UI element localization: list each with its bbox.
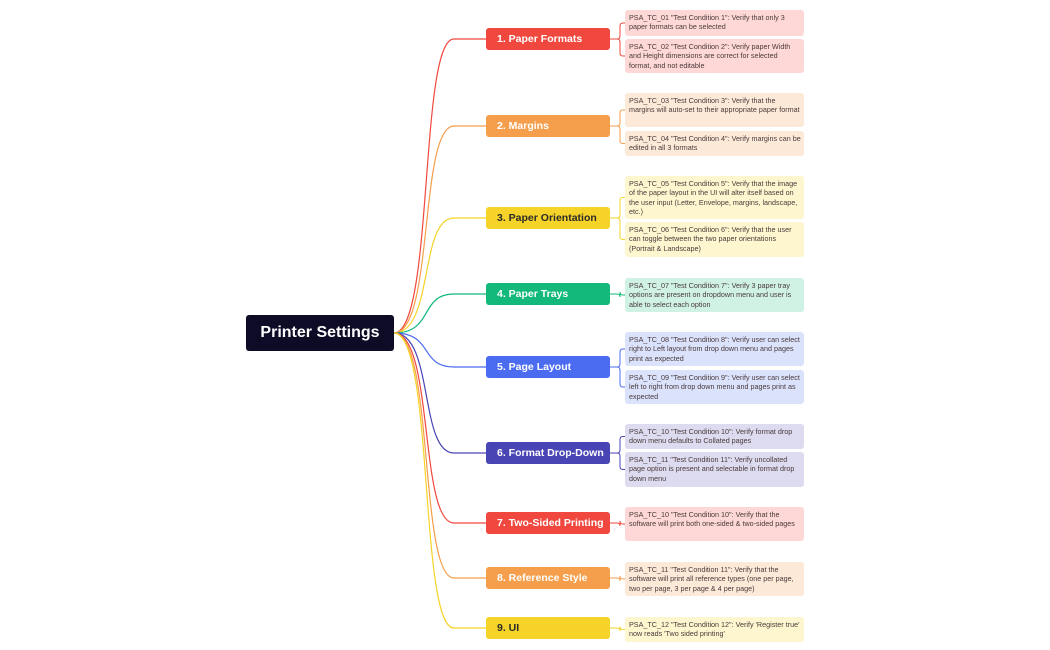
leaf-node-margins-1[interactable]: PSA_TC_03 "Test Condition 3": Verify tha… (625, 93, 804, 127)
root-node-printer-settings[interactable]: Printer Settings (246, 315, 394, 351)
branch-node-paper-formats[interactable]: 1. Paper Formats (486, 28, 610, 50)
leaf-node-paper-formats-1[interactable]: PSA_TC_01 "Test Condition 1": Verify tha… (625, 10, 804, 36)
connector-root-to-paper-orientation (393, 217, 486, 334)
connector-page-layout-to-leaf-1 (610, 348, 625, 368)
connector-two-sided-printing-to-leaf-1 (610, 520, 625, 527)
connector-margins-to-leaf-1 (610, 109, 625, 127)
branch-node-page-layout[interactable]: 5. Page Layout (486, 356, 610, 378)
leaf-node-reference-style-1[interactable]: PSA_TC_11 "Test Condition 11": Verify th… (625, 562, 804, 596)
branch-node-margins[interactable]: 2. Margins (486, 115, 610, 137)
branch-node-ui[interactable]: 9. UI (486, 617, 610, 639)
connector-root-to-two-sided-printing (393, 332, 486, 524)
leaf-node-margins-2[interactable]: PSA_TC_04 "Test Condition 4": Verify mar… (625, 131, 804, 156)
connector-reference-style-to-leaf-1 (610, 575, 625, 582)
leaf-node-paper-orientation-1[interactable]: PSA_TC_05 "Test Condition 5": Verify tha… (625, 176, 804, 220)
leaf-node-paper-trays-1[interactable]: PSA_TC_07 "Test Condition 7": Verify 3 p… (625, 278, 804, 312)
connector-root-to-margins (393, 125, 486, 334)
connector-format-drop-down-to-leaf-1 (610, 436, 625, 454)
leaf-node-format-drop-down-1[interactable]: PSA_TC_10 "Test Condition 10": Verify fo… (625, 424, 804, 449)
branch-node-paper-trays[interactable]: 4. Paper Trays (486, 283, 610, 305)
connector-root-to-paper-trays (393, 293, 486, 334)
leaf-node-page-layout-1[interactable]: PSA_TC_08 "Test Condition 8": Verify use… (625, 332, 804, 366)
leaf-node-page-layout-2[interactable]: PSA_TC_09 "Test Condition 9": Verify use… (625, 370, 804, 404)
leaf-node-format-drop-down-2[interactable]: PSA_TC_11 "Test Condition 11": Verify un… (625, 452, 804, 487)
connector-paper-formats-to-leaf-2 (610, 38, 625, 57)
connector-margins-to-leaf-2 (610, 125, 625, 144)
connector-ui-to-leaf-1 (610, 626, 625, 632)
leaf-node-paper-formats-2[interactable]: PSA_TC_02 "Test Condition 2": Verify pap… (625, 39, 804, 73)
connector-root-to-reference-style (393, 332, 486, 579)
leaf-node-paper-orientation-2[interactable]: PSA_TC_06 "Test Condition 6": Verify tha… (625, 222, 804, 257)
connector-root-to-ui (393, 332, 486, 629)
branch-node-format-drop-down[interactable]: 6. Format Drop-Down (486, 442, 610, 464)
connector-paper-orientation-to-leaf-1 (610, 197, 625, 219)
leaf-node-two-sided-printing-1[interactable]: PSA_TC_10 "Test Condition 10": Verify th… (625, 507, 804, 541)
leaf-node-ui-1[interactable]: PSA_TC_12 "Test Condition 12": Verify 'R… (625, 617, 804, 642)
branch-node-reference-style[interactable]: 8. Reference Style (486, 567, 610, 589)
connector-root-to-paper-formats (393, 38, 486, 334)
branch-node-two-sided-printing[interactable]: 7. Two-Sided Printing (486, 512, 610, 534)
connector-page-layout-to-leaf-2 (610, 366, 625, 388)
connector-format-drop-down-to-leaf-2 (610, 452, 625, 470)
connector-paper-orientation-to-leaf-2 (610, 217, 625, 240)
connector-paper-formats-to-leaf-1 (610, 22, 625, 40)
connector-root-to-format-drop-down (393, 332, 486, 454)
branch-node-paper-orientation[interactable]: 3. Paper Orientation (486, 207, 610, 229)
connector-paper-trays-to-leaf-1 (610, 291, 625, 298)
connector-root-to-page-layout (393, 332, 486, 368)
